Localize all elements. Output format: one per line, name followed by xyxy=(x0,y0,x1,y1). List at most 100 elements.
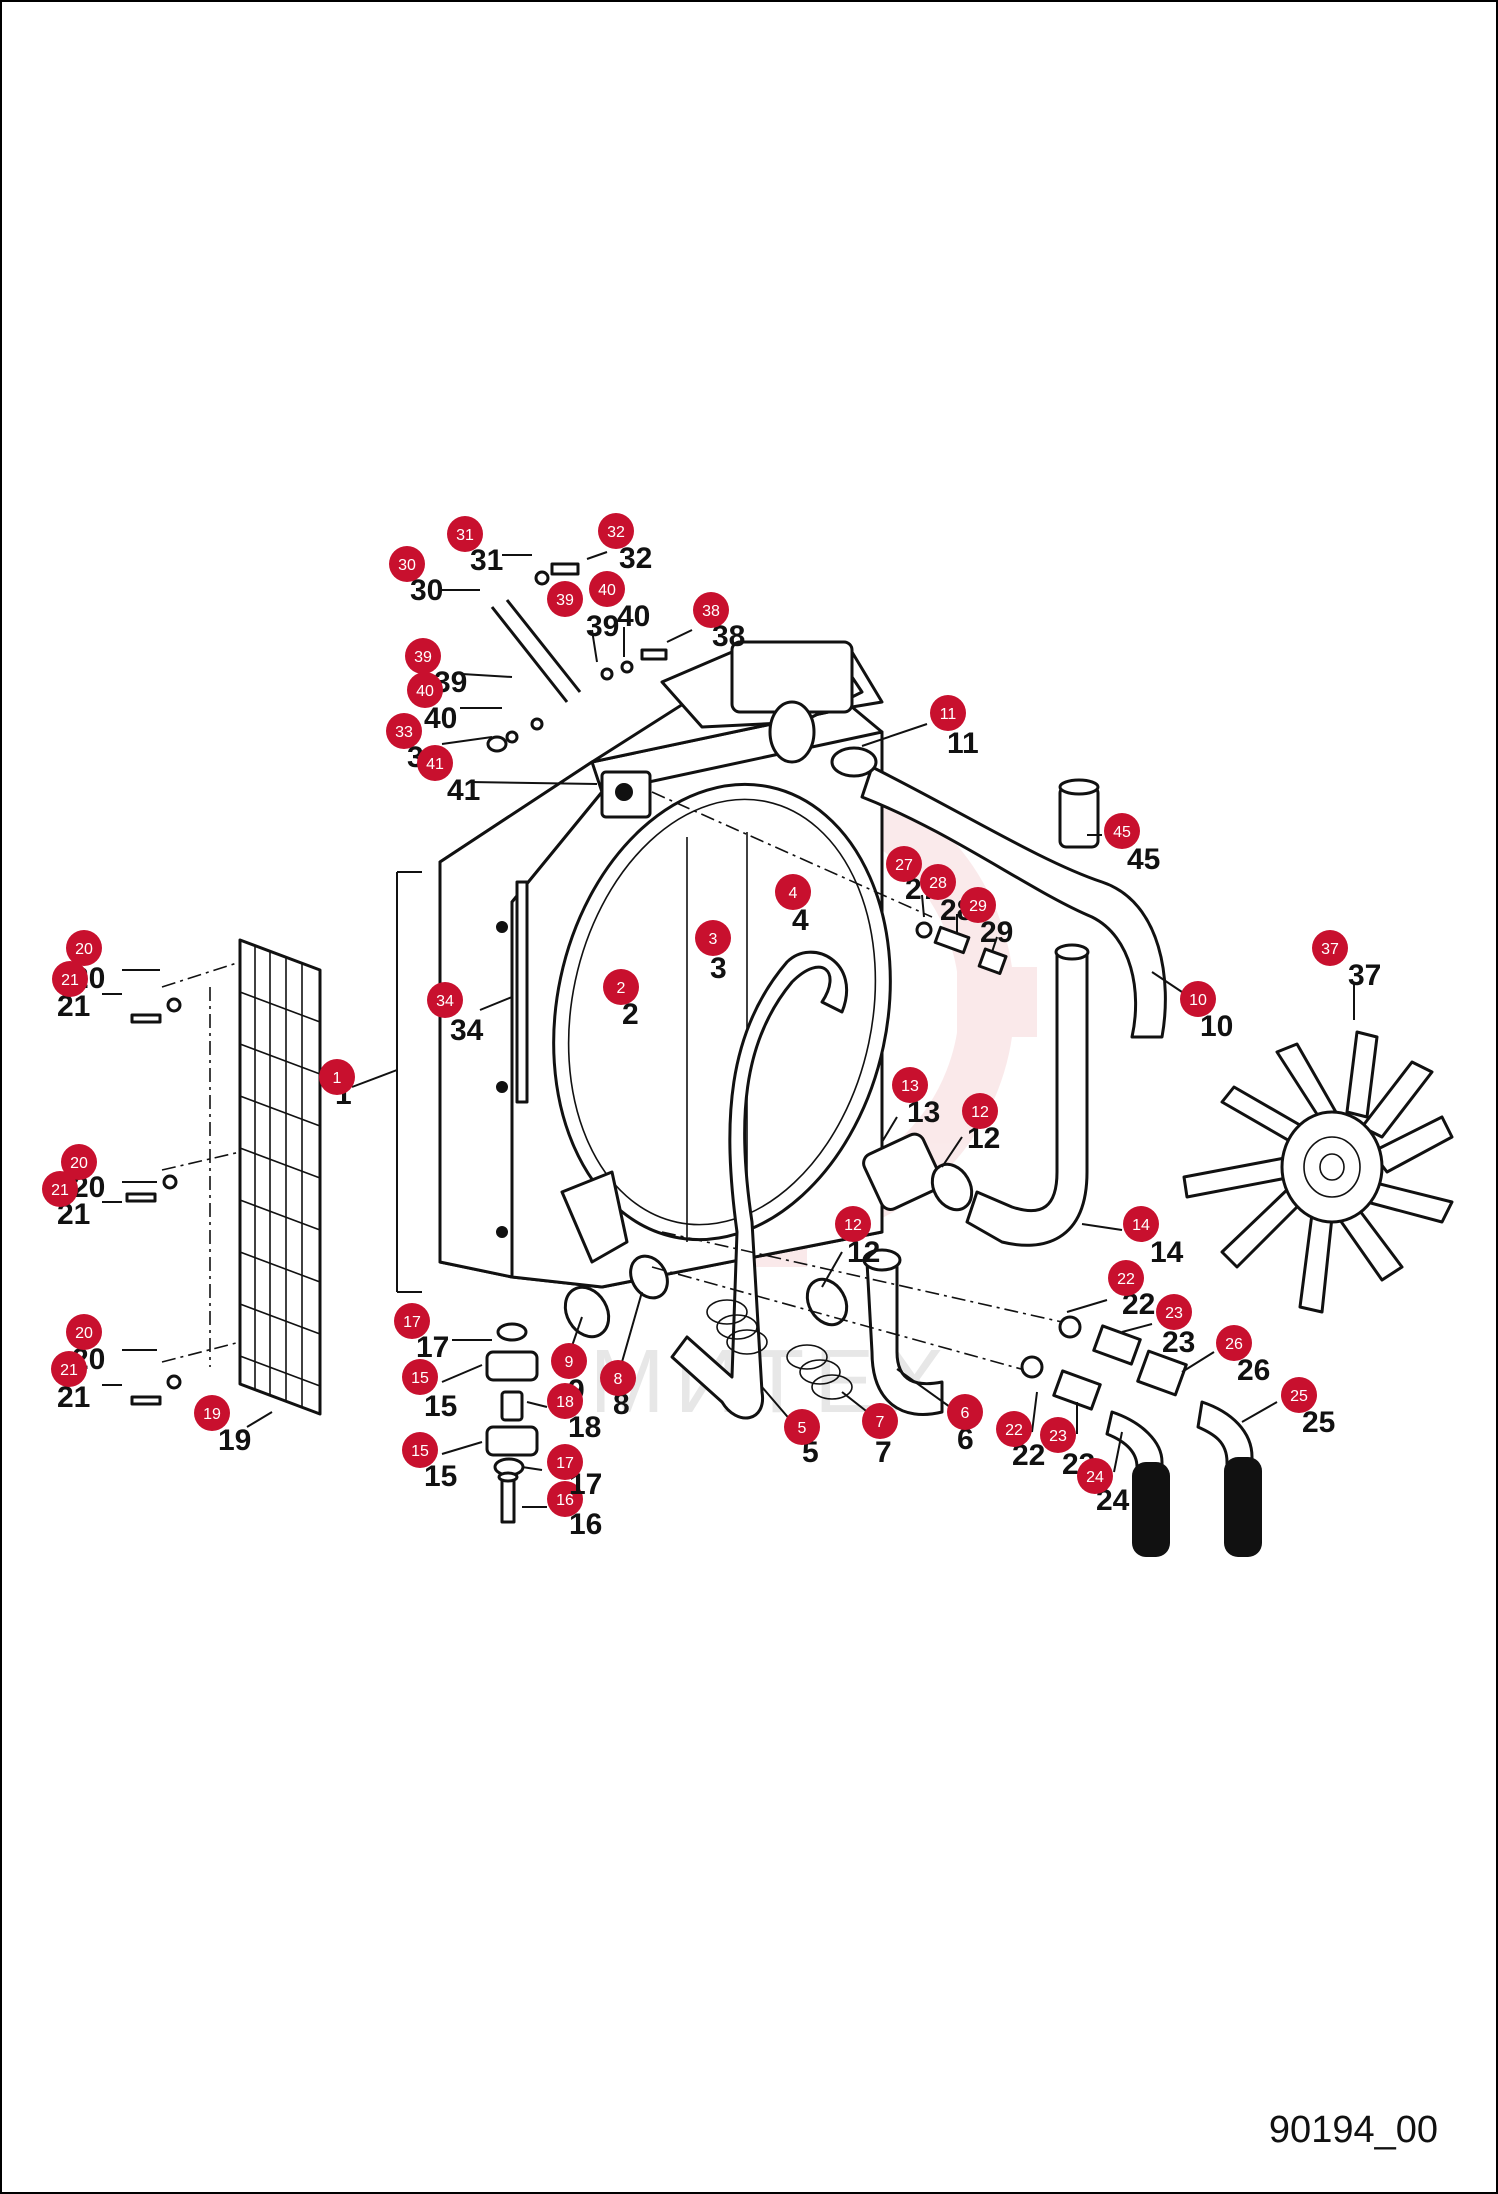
leader-line xyxy=(246,1411,273,1428)
part-badge xyxy=(1216,1325,1252,1361)
callout-5: 55 xyxy=(761,1386,820,1469)
callout-8: 88 xyxy=(600,1291,643,1421)
part-badge-number: 31 xyxy=(456,527,474,544)
part-badge xyxy=(1077,1458,1113,1494)
leader-line xyxy=(461,673,513,678)
part-badge-number: 16 xyxy=(556,1492,574,1509)
callout-2: 22 xyxy=(603,969,639,1031)
part-badge-number: 6 xyxy=(961,1405,970,1422)
fittings xyxy=(651,791,1262,1557)
part-badge xyxy=(1312,930,1348,966)
part-badge xyxy=(784,1409,820,1445)
part-number-label: 40 xyxy=(424,702,457,735)
leader-line xyxy=(1121,1323,1153,1333)
part-badge xyxy=(61,1144,97,1180)
part-number-label: 17 xyxy=(416,1331,449,1364)
part-badge-number: 25 xyxy=(1290,1388,1308,1405)
part-badge xyxy=(402,1359,438,1395)
part-badge xyxy=(386,713,422,749)
part-number-label: 45 xyxy=(1127,843,1160,876)
part-badge xyxy=(962,1093,998,1129)
part-badge xyxy=(394,1303,430,1339)
part-badge xyxy=(405,638,441,674)
part-badge xyxy=(1104,813,1140,849)
part-number-label: 37 xyxy=(1348,959,1381,992)
part-badge xyxy=(886,846,922,882)
part-number-label: 4 xyxy=(792,904,809,937)
part-badge-number: 18 xyxy=(556,1394,574,1411)
leader-line xyxy=(761,1386,793,1423)
part-badge xyxy=(1123,1206,1159,1242)
leader-line xyxy=(921,894,925,918)
part-badge-number: 15 xyxy=(411,1443,429,1460)
part-badge xyxy=(835,1206,871,1242)
part-badge xyxy=(194,1395,230,1431)
part-badge-number: 5 xyxy=(798,1420,807,1437)
part-badge-number: 19 xyxy=(203,1406,221,1423)
part-number-label: 23 xyxy=(1162,1326,1195,1359)
leader-line xyxy=(666,629,693,643)
part-badge xyxy=(547,1481,583,1517)
part-number-label: 41 xyxy=(447,774,480,807)
part-badge-number: 13 xyxy=(901,1078,919,1095)
outlet-stubs xyxy=(560,1170,669,1339)
part-number-label: 40 xyxy=(617,600,650,633)
part-number-label: 14 xyxy=(1150,1236,1184,1269)
part-badge-number: 22 xyxy=(1005,1422,1023,1439)
part-badge-number: 17 xyxy=(403,1314,421,1331)
part-badge-number: 11 xyxy=(940,706,957,723)
leader-line xyxy=(571,1316,583,1347)
part-number-label: 21 xyxy=(57,1381,90,1414)
part-badge xyxy=(892,1067,928,1103)
leader-line xyxy=(441,1441,483,1455)
part-badge-number: 1 xyxy=(333,1070,342,1087)
part-badge-number: 40 xyxy=(598,582,616,599)
part-badge-number: 14 xyxy=(1132,1217,1150,1234)
part-badge xyxy=(947,1394,983,1430)
leader-line xyxy=(1241,1401,1278,1423)
part-badge xyxy=(66,930,102,966)
part-badge xyxy=(600,1360,636,1396)
part-badge-number: 32 xyxy=(607,524,625,541)
part-badge xyxy=(52,961,88,997)
part-badge-number: 33 xyxy=(395,724,413,741)
leader-line xyxy=(941,1136,963,1168)
leader-line xyxy=(586,551,608,560)
part-number-label: 39 xyxy=(586,610,619,643)
callout-1: 11 xyxy=(319,1059,398,1111)
part-badge xyxy=(51,1351,87,1387)
part-badge-number: 40 xyxy=(416,683,434,700)
grille-bolts xyxy=(125,997,182,1406)
part-badge-number: 23 xyxy=(1049,1428,1067,1445)
part-number-label: 25 xyxy=(1302,1406,1335,1439)
part-badge xyxy=(1156,1294,1192,1330)
part-badge xyxy=(447,516,483,552)
part-badge xyxy=(996,1411,1032,1447)
part-badge xyxy=(920,864,956,900)
part-badge-number: 24 xyxy=(1086,1469,1104,1486)
leader-line xyxy=(1081,1223,1123,1231)
part-number-label: 7 xyxy=(875,1436,892,1469)
